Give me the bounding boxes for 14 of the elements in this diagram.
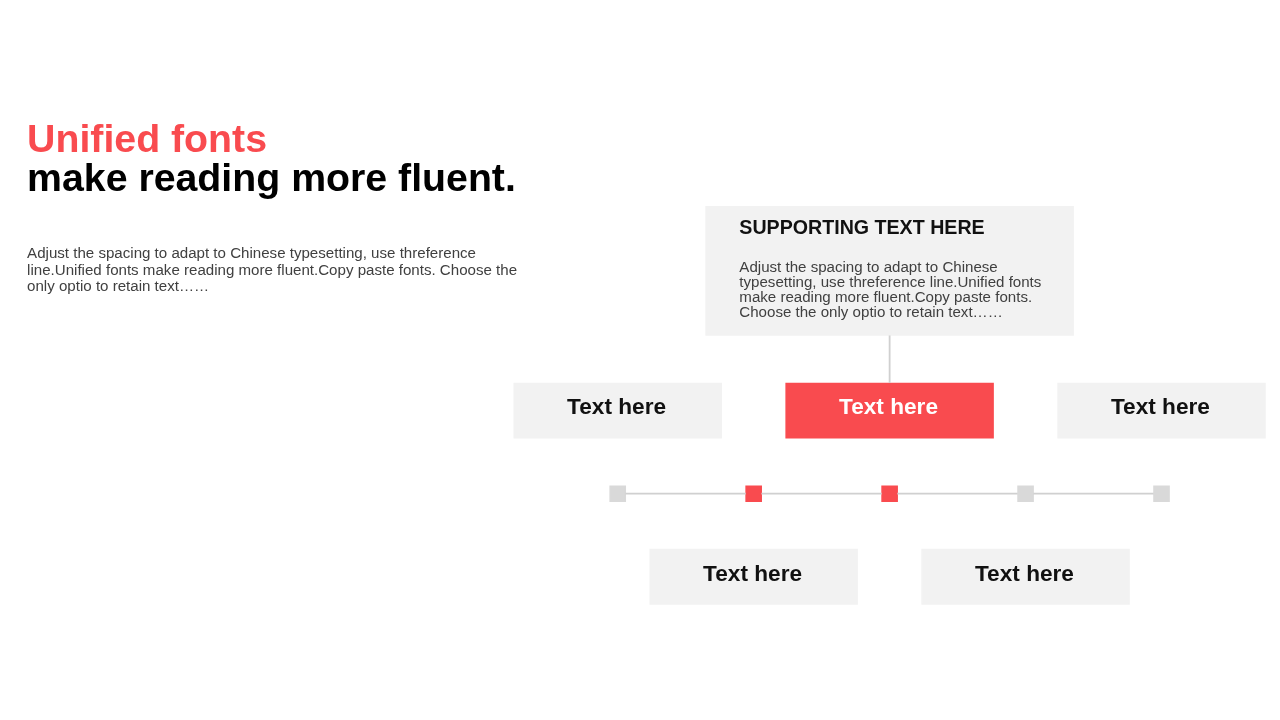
node-box <box>1017 485 1034 502</box>
node-box <box>745 485 762 502</box>
node-box <box>881 485 898 502</box>
connector <box>896 492 1019 495</box>
connector <box>760 492 883 495</box>
connector <box>888 334 891 384</box>
label: Adjust the spacing to adapt to Chinese typesetting, use threference line.Unified fonts make reading more fluent.Copy paste fonts. Choose the only optio to retain text…… <box>27 244 518 295</box>
diagram-title: Unified fonts make reading more fluent. <box>27 115 516 200</box>
node-box <box>609 485 627 502</box>
connector <box>1032 492 1155 495</box>
node-box: Text here <box>785 382 994 439</box>
node-box <box>1153 485 1170 502</box>
connector <box>624 492 747 495</box>
node-box: SUPPORTING TEXT HERE Adjust the spacing to adapt to Chinese typesetting, use threference line.Unified fonts make reading more fluent.Copy paste fonts. Choose the only optio to retain text…… <box>705 205 1074 336</box>
